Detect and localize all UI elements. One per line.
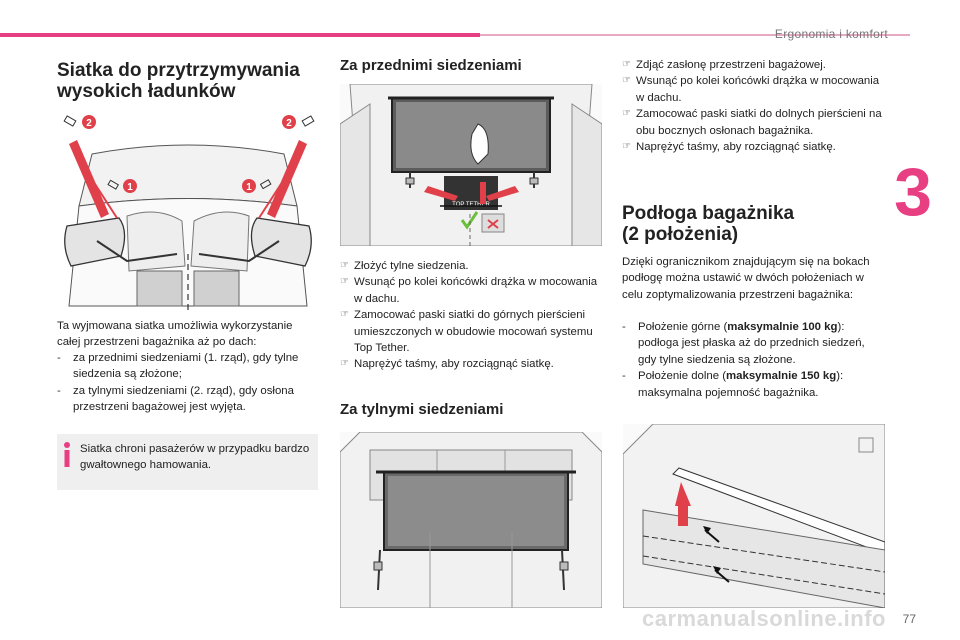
watermark: carmanualsonline.info — [642, 606, 886, 631]
net-figure-front: 2 2 1 1 — [57, 106, 319, 316]
info-text: Siatka chroni pasażerów w przypadku bard… — [80, 443, 310, 472]
rear-title: Za tylnymi siedzeniami — [340, 401, 504, 418]
section-title: Ergonomia i komfort — [774, 27, 888, 41]
list-item: Zamocować paski siatki do górnych pierśc… — [340, 307, 602, 356]
list-item: Zdjąć zasłonę przestrzeni bagażowej. — [622, 57, 890, 74]
front-title: Za przednimi siedzeniami — [340, 57, 522, 74]
chapter-number: 3 — [894, 154, 932, 230]
front-seats-figure: TOP TETHER — [340, 84, 602, 246]
info-box: Siatka chroni pasażerów w przypadku bard… — [57, 434, 318, 490]
list-item: Wsunąć po kolei końcówki drążka w mocowa… — [622, 73, 890, 106]
rear-seats-figure — [340, 432, 602, 608]
list-item: Naprężyć taśmy, aby rozciągnąć siatkę. — [622, 139, 890, 156]
list-item: za przednimi siedzeniami (1. rząd), gdy … — [57, 350, 319, 383]
list-item: Położenie górne (maksymalnie 100 kg): po… — [622, 319, 884, 368]
figure-label-2-left: 2 — [86, 118, 92, 129]
list-item: za tylnymi siedzeniami (2. rząd), gdy os… — [57, 383, 319, 416]
figure-label-2-right: 2 — [286, 118, 292, 129]
header-rule — [480, 34, 910, 36]
figure-label-1-right: 1 — [246, 182, 252, 193]
top-tether-sign: TOP TETHER — [452, 202, 490, 208]
floor-intro: Dzięki ogranicznikom znajdującym się na … — [622, 256, 870, 301]
left-intro: Ta wyjmowana siatka umożliwia wykorzysta… — [57, 320, 293, 349]
list-item: Zamocować paski siatki do dolnych pierśc… — [622, 106, 890, 139]
left-list: za przednimi siedzeniami (1. rząd), gdy … — [57, 350, 319, 416]
floor-title: Podłoga bagażnika(2 położenia) — [622, 203, 795, 245]
header-accent-bar — [0, 33, 480, 37]
info-icon — [64, 442, 70, 467]
floor-positions-list: Położenie górne (maksymalnie 100 kg): po… — [622, 319, 884, 401]
list-item: Położenie dolne (maksymalnie 150 kg): ma… — [622, 368, 884, 401]
front-steps-list: Złożyć tylne siedzenia. Wsunąć po kolei … — [340, 258, 602, 373]
list-item: Złożyć tylne siedzenia. — [340, 258, 602, 275]
list-item: Wsunąć po kolei końcówki drążka w mocowa… — [340, 274, 602, 307]
floor-figure — [623, 424, 885, 608]
page-number: 77 — [902, 612, 916, 626]
figure-label-1-left: 1 — [127, 182, 133, 193]
list-item: Naprężyć taśmy, aby rozciągnąć siatkę. — [340, 356, 602, 373]
rear-steps-list: Zdjąć zasłonę przestrzeni bagażowej. Wsu… — [622, 57, 890, 156]
